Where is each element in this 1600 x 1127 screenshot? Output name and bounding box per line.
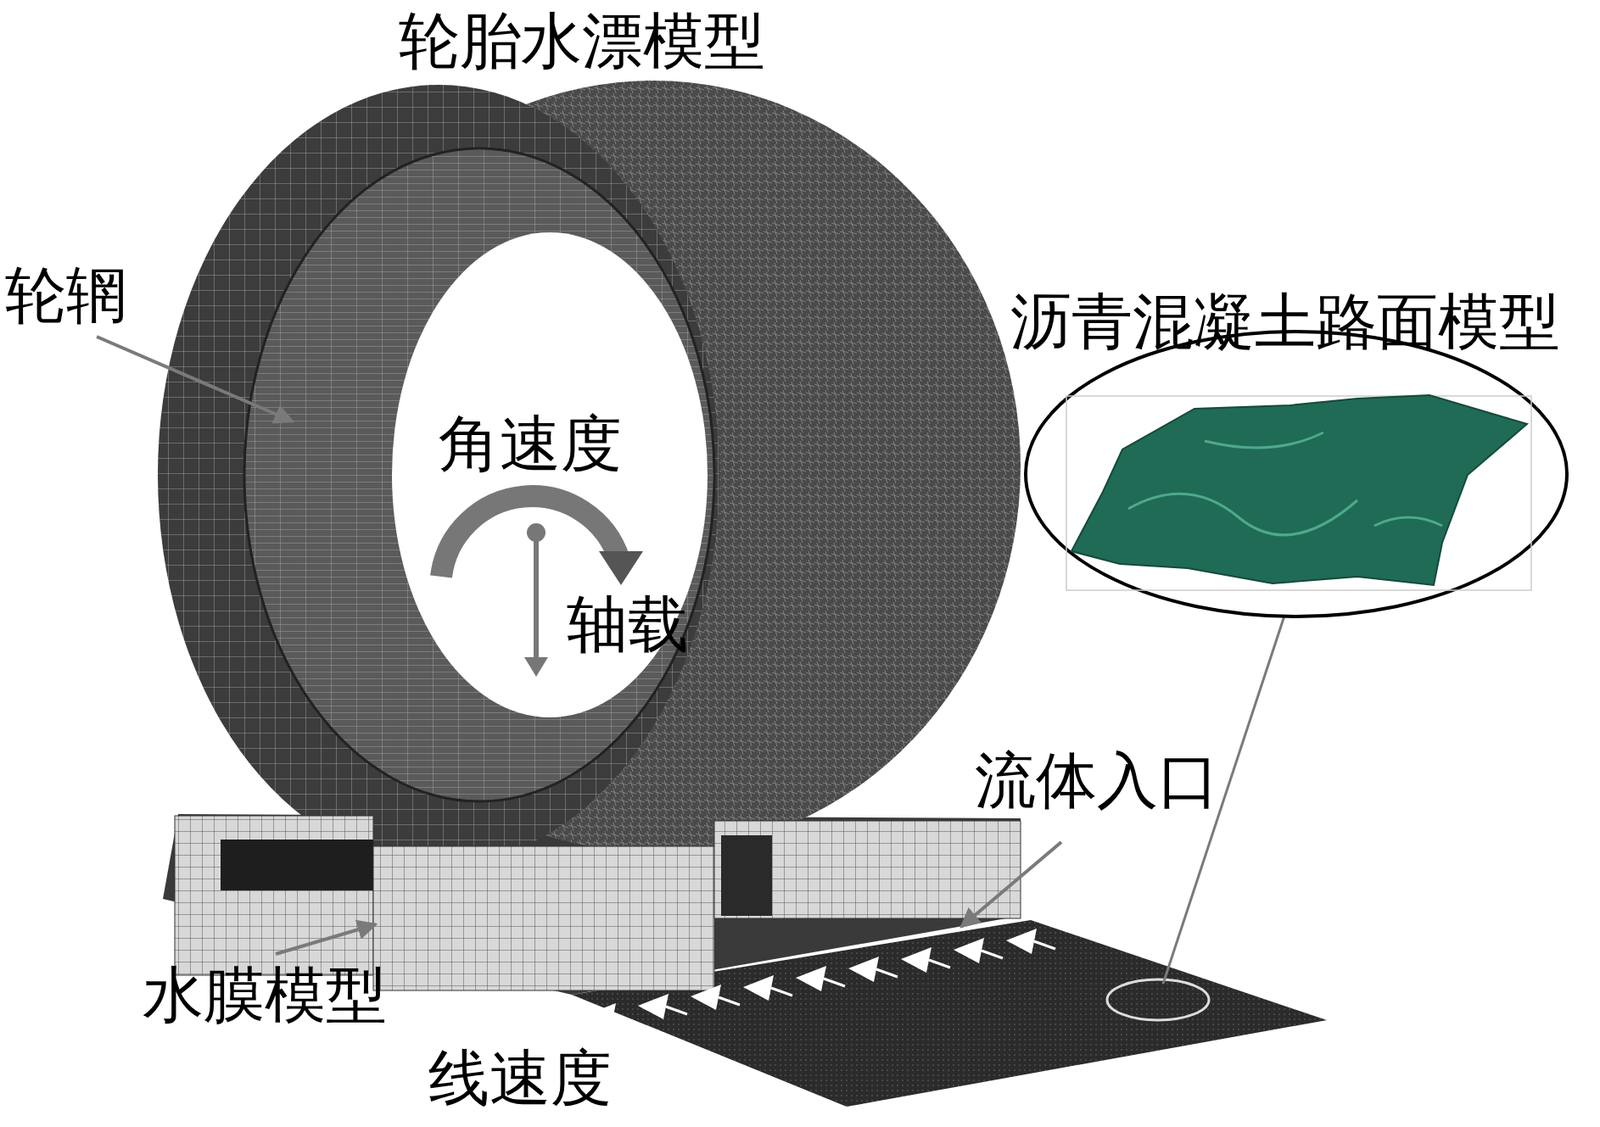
flow-arrow [795, 966, 845, 992]
flow-arrow [690, 984, 740, 1011]
flow-arrow [743, 975, 793, 1002]
flow-arrow [1006, 928, 1056, 955]
quantity-label: 轴载 [566, 593, 689, 655]
part-label: 轮辋 [5, 264, 128, 326]
quantity-label: 线速度 [428, 1047, 612, 1109]
flow-arrow [637, 994, 688, 1020]
part-label: 水膜模型 [142, 964, 387, 1026]
figure-title: 轮胎水漂模型 [398, 10, 766, 72]
flow-arrow [953, 938, 1003, 964]
part-label: 流体入口 [974, 749, 1220, 812]
part-label: 沥青混凝土路面模型 [1010, 290, 1561, 353]
flow-arrow [900, 947, 951, 974]
quantity-label: 角速度 [438, 413, 622, 475]
flow-arrow [848, 956, 898, 983]
flow-arrow [585, 1003, 635, 1030]
